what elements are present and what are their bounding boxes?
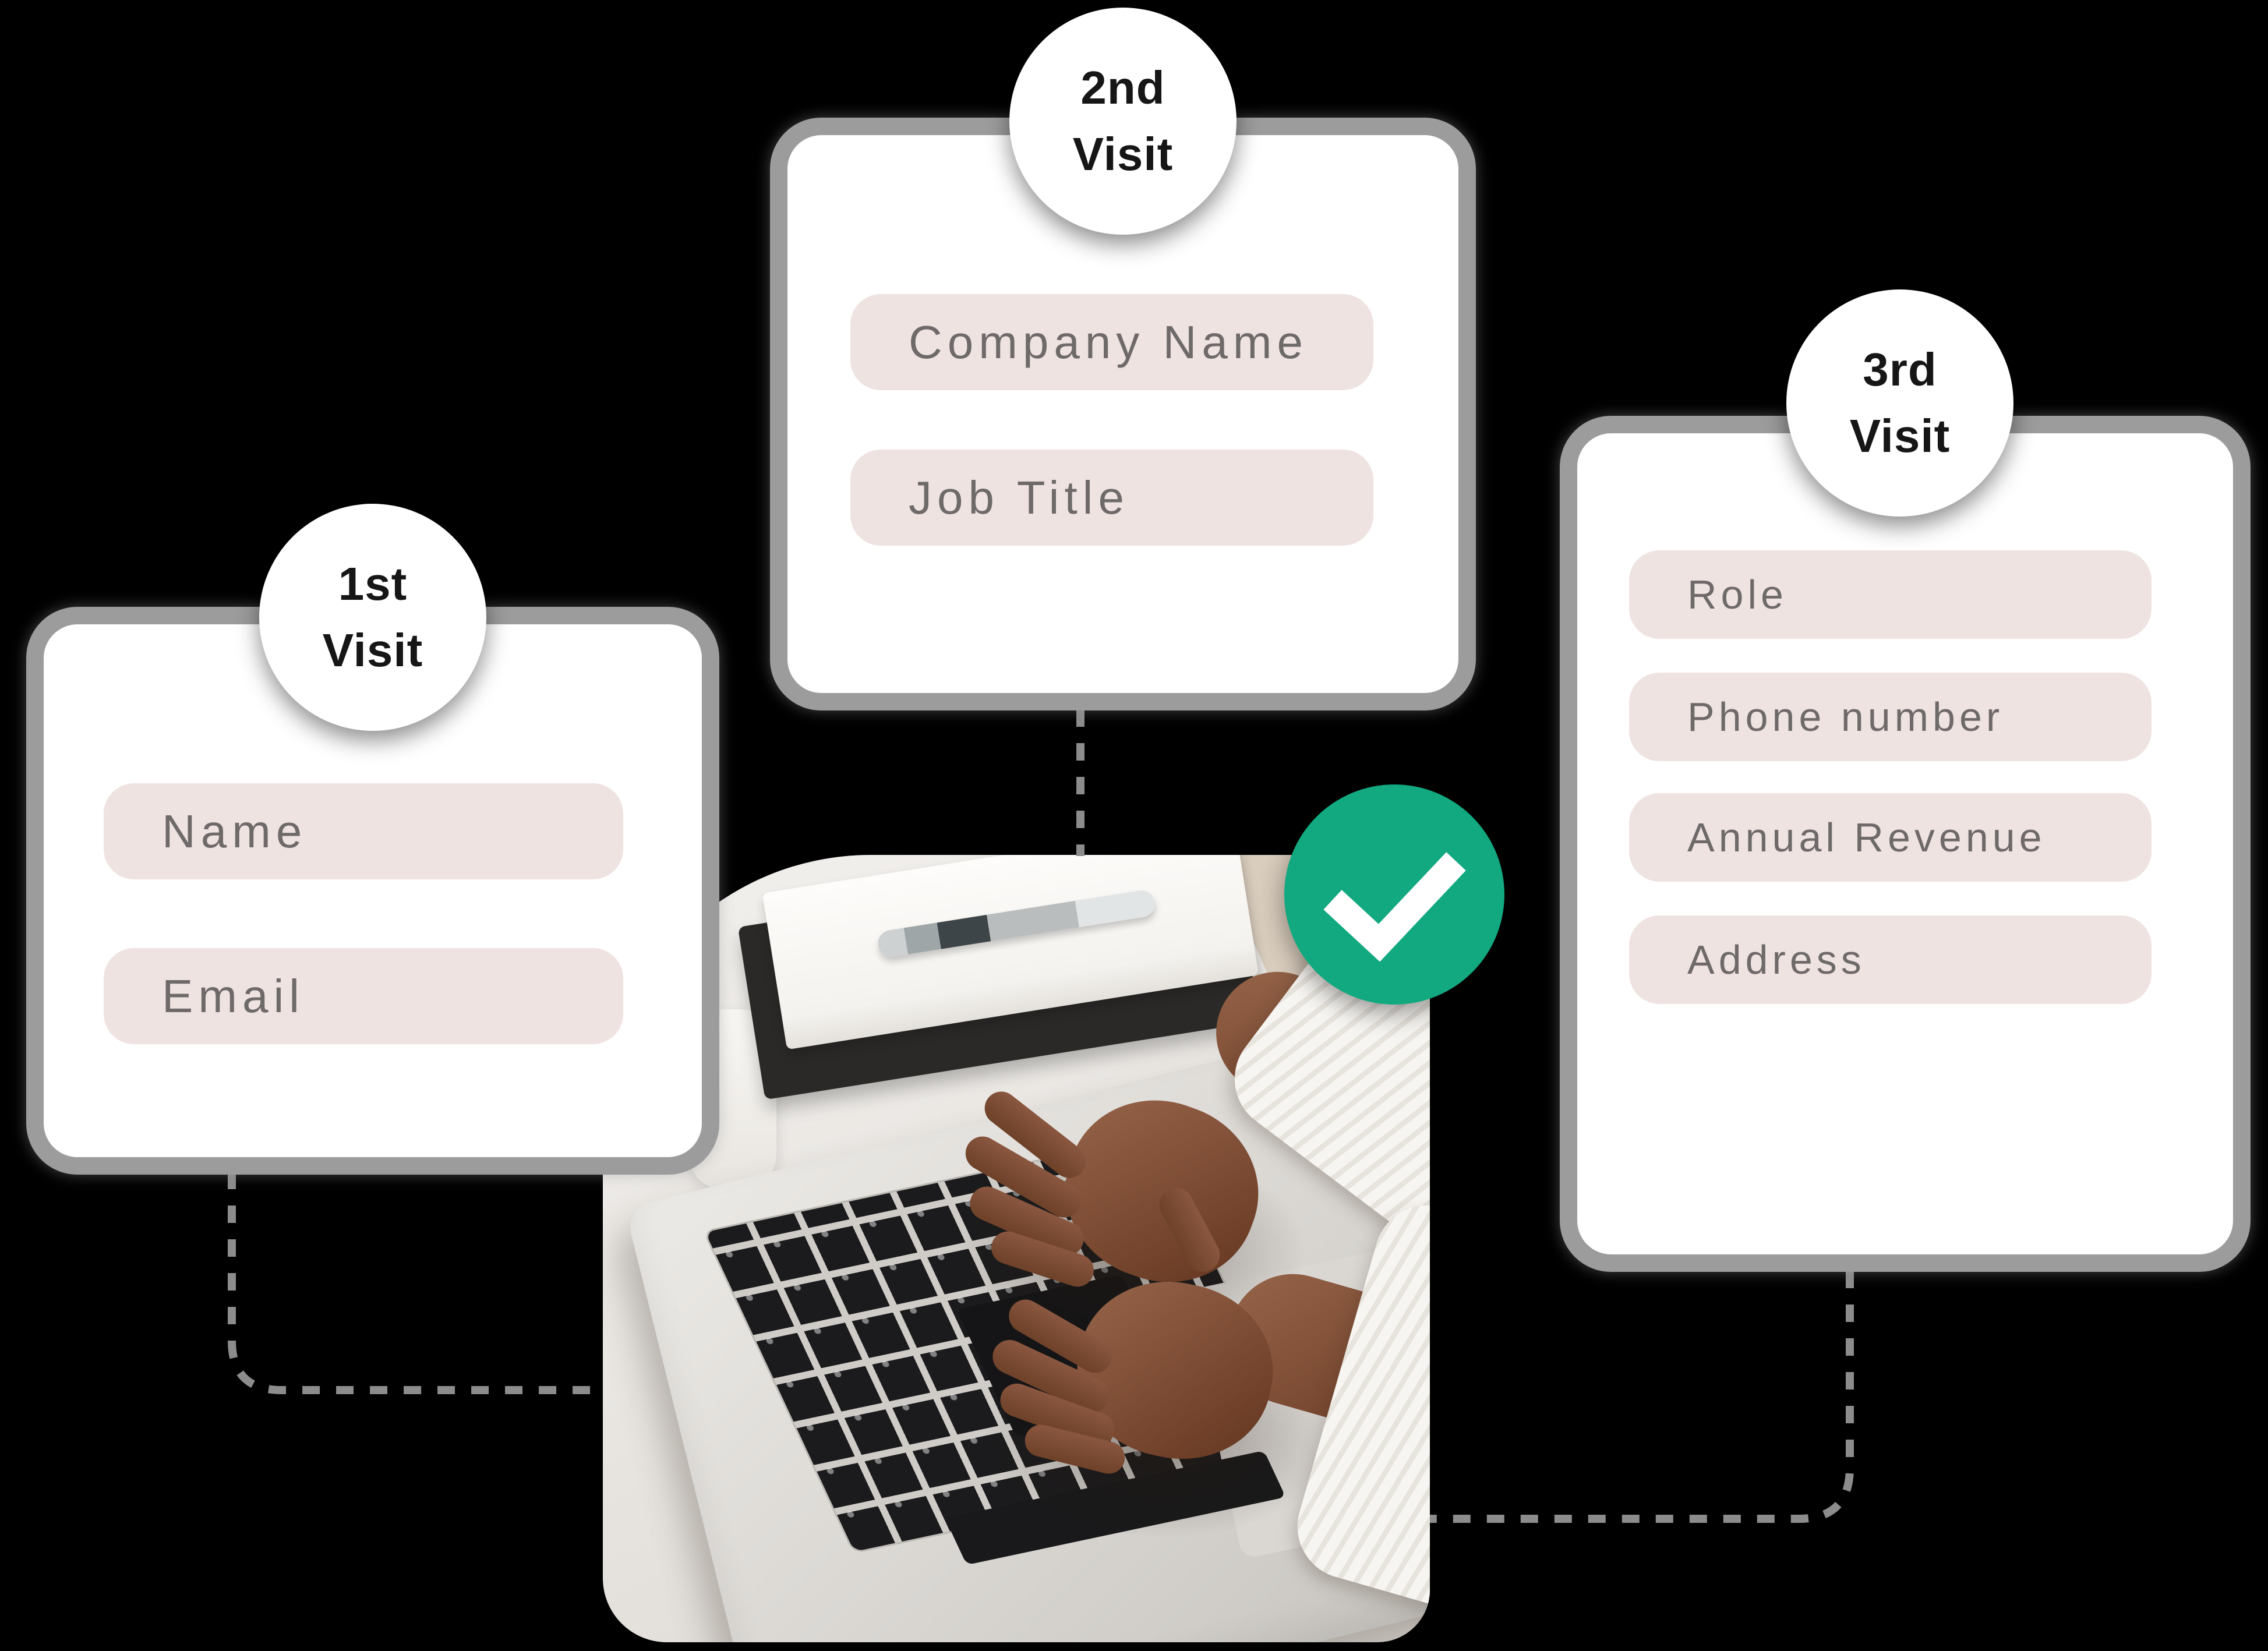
field-phone-number-label: Phone number xyxy=(1687,694,2004,740)
field-role: Role xyxy=(1629,550,2152,639)
badge-2-line2: Visit xyxy=(1072,128,1174,180)
check-icon xyxy=(1323,852,1466,962)
success-check-badge xyxy=(1284,784,1504,1005)
hands-typing-photo xyxy=(603,855,1430,1642)
visit-badge-2nd: 2nd Visit xyxy=(1009,8,1237,235)
visit-badge-1st: 1st Visit xyxy=(259,504,486,731)
badge-3-line1: 3rd xyxy=(1863,344,1937,395)
field-job-title: Job Title xyxy=(850,450,1373,546)
field-name-label: Name xyxy=(162,805,308,857)
badge-3-line2: Visit xyxy=(1849,410,1951,462)
field-job-title-label: Job Title xyxy=(909,471,1129,524)
field-role-label: Role xyxy=(1687,572,1787,617)
visit-badge-3rd: 3rd Visit xyxy=(1786,289,2013,517)
badge-2-line1: 2nd xyxy=(1080,62,1165,114)
field-address: Address xyxy=(1629,915,2152,1004)
visit-card-3rd: Role Phone number Annual Revenue Address xyxy=(1560,416,2251,1272)
field-company-name-label: Company Name xyxy=(909,316,1309,368)
field-address-label: Address xyxy=(1687,937,1866,982)
field-company-name: Company Name xyxy=(850,294,1373,390)
connector-card1-to-photo xyxy=(228,1172,603,1394)
field-annual-revenue: Annual Revenue xyxy=(1629,793,2152,882)
badge-1-line2: Visit xyxy=(322,624,423,676)
field-email-label: Email xyxy=(162,970,305,1022)
badge-1-line1: 1st xyxy=(338,558,408,610)
field-name: Name xyxy=(104,783,623,879)
field-email: Email xyxy=(104,948,623,1044)
connector-card3-to-photo xyxy=(1430,1271,1854,1523)
field-phone-number: Phone number xyxy=(1629,673,2152,761)
field-annual-revenue-label: Annual Revenue xyxy=(1687,815,2046,860)
